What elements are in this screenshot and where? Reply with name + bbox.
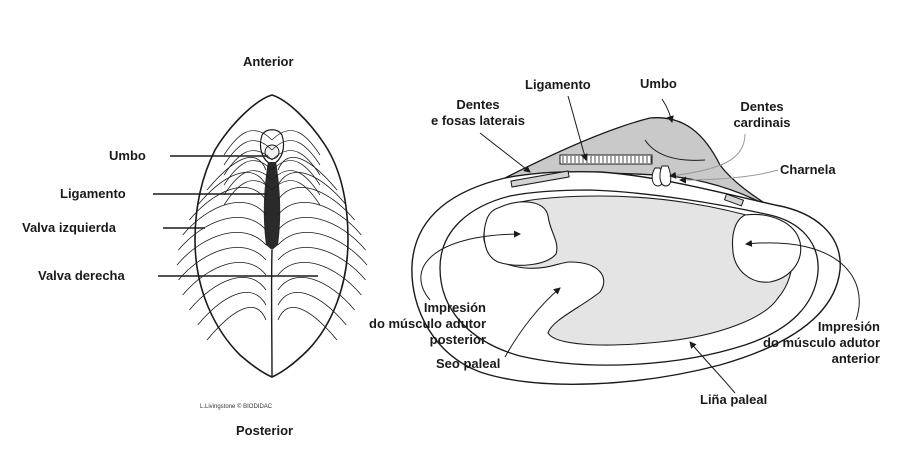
umbo-ridge-l-5 (223, 180, 273, 206)
shell-rib-l-6 (178, 246, 267, 281)
label-dentes-cardinais-line1: Dentes (740, 99, 784, 114)
umbo-ridge-r-2 (271, 150, 321, 176)
shell-rib-l-10 (206, 307, 267, 341)
label-dentes-cardinais-line2: cardinais (733, 115, 791, 130)
label-seo-paleal: Seo paleal (436, 356, 501, 371)
image-credit: L.Livingstone © BIODIDAC (200, 404, 273, 410)
umbo-ridge-l-4 (223, 170, 273, 196)
label-umbo-left: Umbo (109, 148, 146, 163)
label-dentes-cardinais: Dentes cardinais (730, 99, 794, 131)
shell-rib-r-0 (277, 157, 338, 191)
label-imp-posterior: Impresión do músculo adutor posterior (340, 300, 486, 348)
shell-rib-r-9 (277, 291, 347, 326)
shell-rib-l-9 (197, 291, 267, 326)
shell-rib-l-1 (197, 171, 267, 206)
label-valva-izquierda: Valva izquierda (22, 220, 116, 235)
label-posterior: Posterior (236, 423, 294, 438)
right-posterior-adductor-scar (483, 201, 558, 266)
label-imp-posterior-line1: Impresión (423, 300, 486, 315)
label-imp-anterior-line1: Impresión (817, 319, 880, 334)
right-inner-scar-region (483, 195, 793, 346)
umbo-ridge-l-0 (223, 130, 273, 156)
label-imp-anterior-line3: anterior (831, 351, 880, 366)
right-ligament-strip (559, 154, 653, 165)
right-posterior-lateral-tooth (510, 170, 570, 188)
label-imp-posterior-line2: do músculo adutor (369, 316, 486, 331)
label-imp-anterior-line2: do músculo adutor (763, 335, 880, 350)
shell-rib-r-6 (277, 246, 366, 281)
label-imp-anterior: Impresión do músculo adutor anterior (760, 319, 880, 367)
umbo-ridge-l-3 (223, 160, 273, 186)
left-shell-ribs (176, 130, 368, 341)
label-ligamento-left: Ligamento (60, 186, 126, 201)
left-ligament-band (263, 162, 281, 250)
label-dentes-laterais-line1: Dentes (456, 97, 500, 112)
right-anterior-lateral-tooth (723, 193, 745, 207)
shell-rib-r-5 (277, 231, 368, 266)
umbo-ridge-r-3 (271, 160, 321, 186)
label-umbo-right: Umbo (640, 76, 677, 91)
label-valva-derecha: Valva derecha (38, 268, 125, 283)
umbo-ridge-r-4 (271, 170, 321, 196)
umbo-ridge-r-5 (271, 180, 321, 206)
shell-rib-l-3 (182, 201, 267, 236)
label-ligamento-right: Ligamento (525, 77, 591, 92)
shell-rib-r-4 (277, 216, 366, 251)
right-cardinal-tooth-2 (659, 165, 672, 187)
label-imp-posterior-line3: posterior (429, 332, 486, 347)
umbo-ridge-r-0 (271, 130, 321, 156)
left-umbo-knob (264, 144, 280, 160)
label-dentes-laterais: Dentes e fosas laterais (416, 97, 540, 129)
shell-rib-l-4 (178, 216, 267, 251)
label-lina-paleal: Liña paleal (700, 392, 768, 407)
label-anterior: Anterior (243, 54, 294, 69)
shell-rib-r-2 (277, 186, 355, 221)
label-charnela: Charnela (780, 162, 836, 177)
shell-rib-r-1 (277, 171, 347, 206)
shell-rib-l-5 (176, 231, 267, 266)
shell-rib-l-8 (189, 276, 267, 311)
umbo-ridge-l-1 (223, 140, 273, 166)
shell-rib-l-0 (206, 157, 267, 191)
umbo-ridge-r-1 (271, 140, 321, 166)
shell-rib-l-7 (182, 261, 267, 296)
label-dentes-laterais-line2: e fosas laterais (431, 113, 525, 128)
shell-rib-r-3 (277, 201, 362, 236)
shell-rib-r-8 (277, 276, 355, 311)
shell-rib-r-7 (277, 261, 362, 296)
shell-rib-r-10 (277, 307, 338, 341)
